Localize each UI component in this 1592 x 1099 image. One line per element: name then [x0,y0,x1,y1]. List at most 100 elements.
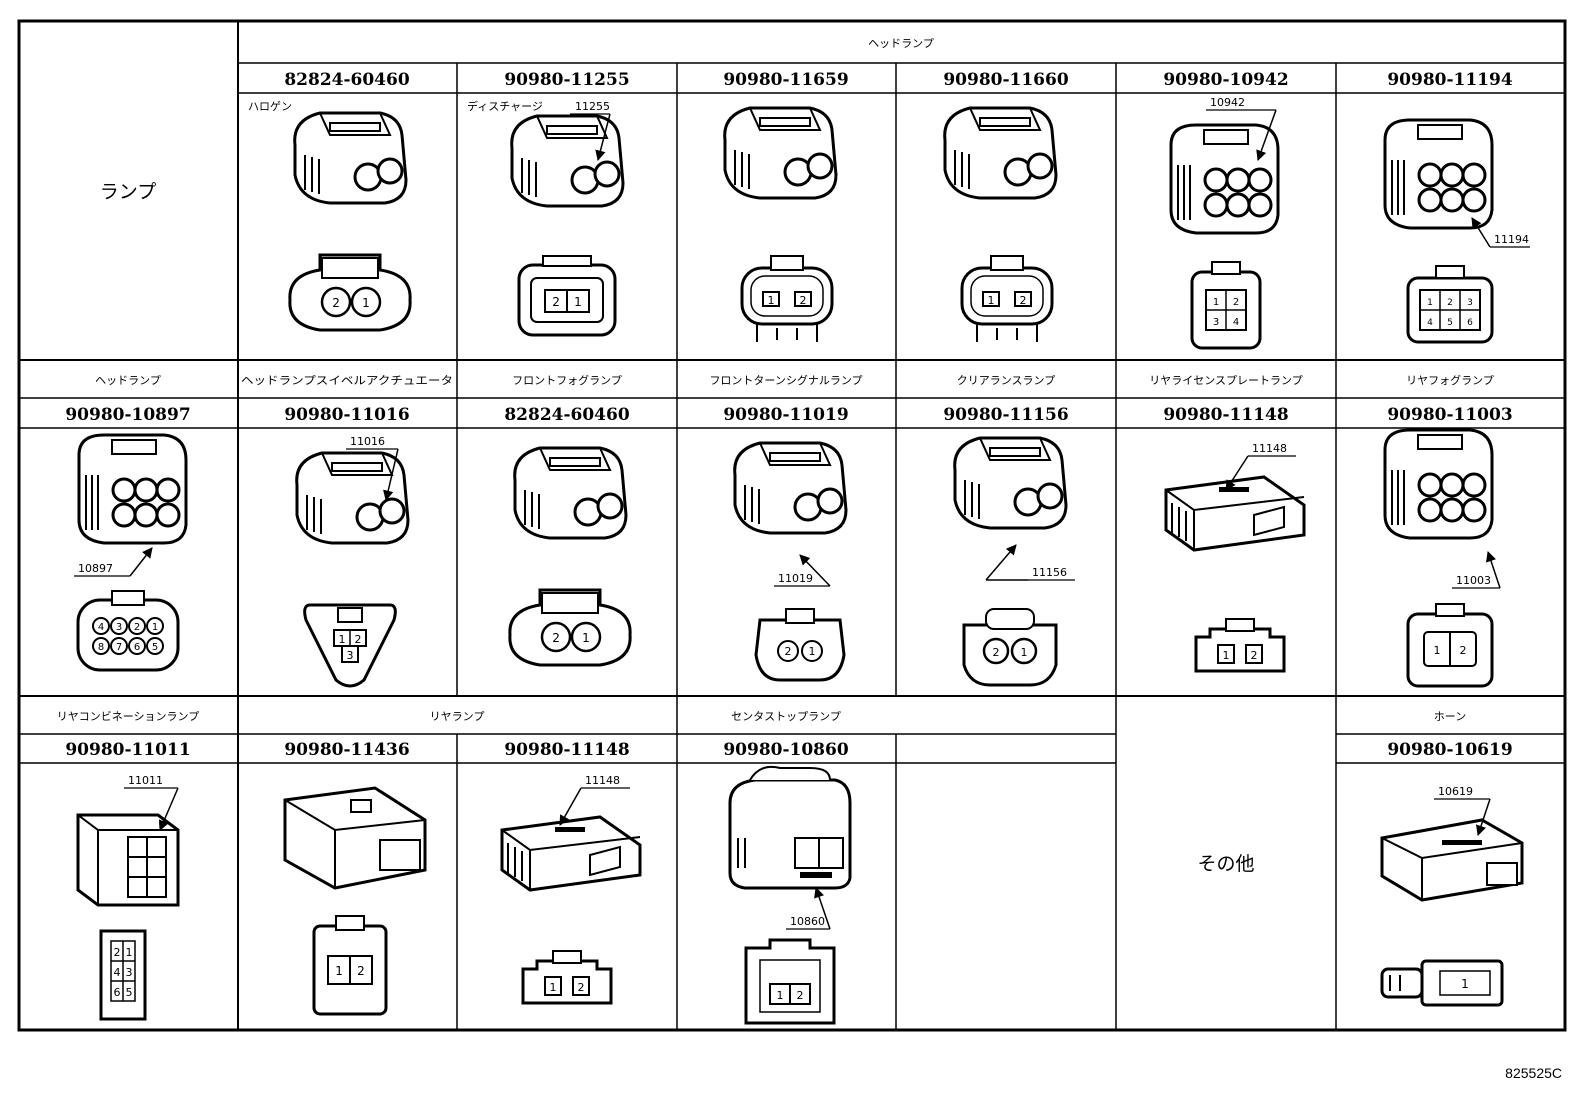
pin-number: 8 [98,642,104,653]
callout-number: 11194 [1494,233,1529,246]
callout-number: 11016 [350,435,385,448]
part-number: 90980-10942 [1163,70,1288,90]
pin-number: 2 [134,622,140,633]
part-number: 82824-60460 [284,70,410,90]
pin-number: 2 [552,631,560,645]
pin-number: 1 [988,294,995,307]
pin-number: 4 [114,966,121,979]
part-number: 90980-11255 [504,70,629,90]
pin-number: 2 [1233,297,1239,308]
pin-number: 6 [114,986,121,999]
callout-number: 10897 [78,562,113,575]
callout-number: 11148 [585,774,620,787]
pin-number: 3 [1467,298,1473,308]
table-grid [17,19,1567,1032]
pin-number: 1 [126,946,133,959]
connector-drawing: 10860 1 2 [728,765,852,1025]
pin-number: 6 [134,642,140,653]
pin-number: 1 [1021,646,1028,659]
row2-part-numbers: 90980-10897 90980-11016 82824-60460 9098… [65,405,1512,425]
part-number: 90980-11019 [723,405,848,425]
callout-number: 11148 [1252,442,1287,455]
pin-number: 2 [332,296,340,310]
part-number: 90980-11156 [943,405,1068,425]
part-number: 90980-11148 [504,740,629,760]
pin-number: 3 [126,966,133,979]
category-label: リヤライセンスプレートランプ [1149,374,1302,387]
callout-number: 11003 [1456,574,1491,587]
row2-categories: ヘッドランプ ヘッドランプスイベルアクチュエータ フロントフォグランプ フロント… [95,373,1494,387]
part-number: 90980-11659 [723,70,848,90]
pin-number: 2 [1460,644,1467,657]
part-number: 90980-11194 [1387,70,1513,90]
connector-drawing: 10619 1 [1380,785,1524,1007]
type-note: ハロゲン [248,100,292,113]
category-label: リヤコンビネーションランプ [57,710,199,723]
part-number: 90980-11016 [284,405,409,425]
pin-number: 2 [993,646,1000,659]
callout-number: 11156 [1032,566,1067,579]
pin-number: 3 [116,622,122,633]
pin-number: 1 [768,294,775,307]
pin-number: 3 [1213,317,1219,328]
part-number: 90980-10619 [1387,740,1512,760]
pin-number: 1 [152,622,158,633]
type-note: ディスチャージ [467,99,543,113]
row1-category: ヘッドランプ [868,37,934,50]
category-label: フロントフォグランプ [512,373,622,387]
pin-number: 4 [98,622,104,633]
pin-number: 1 [550,981,557,994]
pin-number: 1 [1434,644,1441,657]
category-label: ヘッドランプスイベルアクチュエータ [241,374,453,387]
part-number: 90980-11003 [1387,405,1512,425]
category-label: センタストップランプ [731,710,841,723]
pin-number: 2 [552,295,560,309]
part-number: 90980-11148 [1163,405,1288,425]
pin-number: 3 [347,649,354,662]
pin-number: 1 [335,964,343,978]
connector-drawing: 10942 1 2 3 4 [1169,96,1280,350]
connector-drawing: 2 1 [508,446,632,667]
row1-part-numbers: 82824-60460 90980-11255 90980-11659 9098… [284,70,1513,90]
pin-number: 2 [1251,649,1258,662]
connector-drawing: 11194 1 2 3 4 5 6 [1383,118,1530,344]
category-label: ヘッドランプ [95,374,161,387]
figure-reference: 825525C [1505,1065,1562,1081]
pin-number: 1 [1223,649,1230,662]
pin-number: 1 [339,633,346,646]
row3-part-numbers: 90980-11011 90980-11436 90980-11148 9098… [65,740,1512,760]
connector-drawing: 11148 1 2 [500,774,642,1005]
category-label: リヤフォグランプ [1406,373,1494,387]
pin-number: 1 [574,295,582,309]
pin-number: 2 [114,946,121,959]
pin-number: 1 [1213,297,1219,308]
pin-number: 1 [1427,298,1433,308]
pin-number: 1 [362,296,370,310]
pin-number: 1 [582,631,590,645]
pin-number: 2 [355,633,362,646]
pin-number: 2 [1020,294,1027,307]
pin-number: 6 [1467,318,1473,328]
category-label: ホーン [1434,710,1466,723]
connector-drawing: 11003 1 2 [1383,428,1501,688]
pin-number: 2 [357,964,365,978]
callout-number: 10619 [1438,785,1473,798]
pin-number: 2 [800,294,807,307]
pin-number: 2 [1447,298,1453,308]
category-label: フロントターンシグナルランプ [709,373,862,387]
connector-drawing: 2 1 [288,111,412,332]
pin-number: 2 [797,989,804,1002]
pin-number: 4 [1427,318,1433,328]
part-number: 90980-11660 [943,70,1069,90]
pin-number: 4 [1233,317,1239,328]
callout-number: 11011 [128,774,163,787]
part-number: 90980-11011 [65,740,190,760]
connector-drawing: 1 2 [723,106,838,342]
row3-categories: リヤコンビネーションランプ リヤランプ センタストップランプ ホーン [57,710,1466,723]
callout-number: 11255 [575,100,610,113]
callout-number: 11019 [778,572,813,585]
part-number: 90980-11436 [284,740,409,760]
category-label: クリアランスランプ [957,374,1055,387]
part-number: 90980-10860 [723,740,849,760]
pin-number: 1 [809,645,816,658]
